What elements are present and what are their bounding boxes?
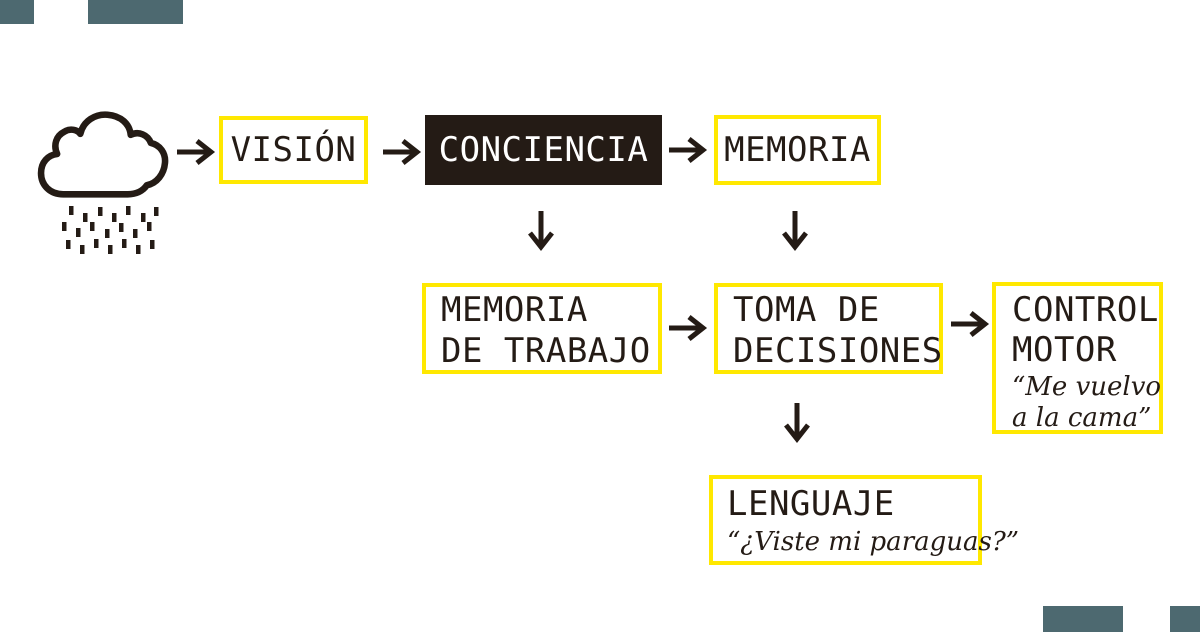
arrow-right-icon xyxy=(950,310,990,338)
memoria-label: MEMORIA xyxy=(724,129,871,170)
rain-drops-icon xyxy=(58,204,166,256)
corner-bar-top-left-2 xyxy=(88,0,183,24)
vision-box: VISIÓN xyxy=(219,116,368,184)
control-motor-quote-line1: “Me vuelvo xyxy=(1012,372,1162,402)
control-motor-box: CONTROL MOTOR “Me vuelvo a la cama” xyxy=(992,282,1163,434)
control-motor-quote-line2: a la cama” xyxy=(1012,403,1152,433)
arrow-down-icon xyxy=(783,402,811,444)
toma-de-decisiones-line1: TOMA DE xyxy=(733,290,880,330)
conciencia-box: CONCIENCIA xyxy=(425,115,662,185)
arrow-right-icon xyxy=(668,314,708,342)
arrow-down-icon xyxy=(781,210,809,252)
control-motor-line2: MOTOR xyxy=(1012,330,1117,370)
arrow-down-icon xyxy=(527,210,555,252)
lenguaje-label: LENGUAJE xyxy=(727,484,895,524)
vision-label: VISIÓN xyxy=(230,129,357,170)
corner-bar-bottom-right-1 xyxy=(1043,606,1123,632)
arrow-right-icon xyxy=(382,138,422,166)
control-motor-line1: CONTROL xyxy=(1012,290,1159,330)
memoria-box: MEMORIA xyxy=(714,115,881,185)
toma-de-decisiones-box: TOMA DE DECISIONES xyxy=(714,283,943,374)
lenguaje-box: LENGUAJE “¿Viste mi paraguas?” xyxy=(709,475,1020,565)
rain-cloud-icon xyxy=(37,110,170,198)
arrow-right-icon xyxy=(176,138,216,166)
arrow-right-icon xyxy=(668,136,708,164)
toma-de-decisiones-line2: DECISIONES xyxy=(733,331,943,371)
memoria-de-trabajo-box: MEMORIA DE TRABAJO xyxy=(422,283,662,374)
corner-bar-bottom-right-2 xyxy=(1170,606,1200,632)
conciencia-label: CONCIENCIA xyxy=(438,129,649,170)
memoria-de-trabajo-line1: MEMORIA xyxy=(441,290,588,330)
lenguaje-quote: “¿Viste mi paraguas?” xyxy=(727,527,1020,557)
memoria-de-trabajo-line2: DE TRABAJO xyxy=(441,331,651,371)
corner-bar-top-left-1 xyxy=(0,0,34,24)
